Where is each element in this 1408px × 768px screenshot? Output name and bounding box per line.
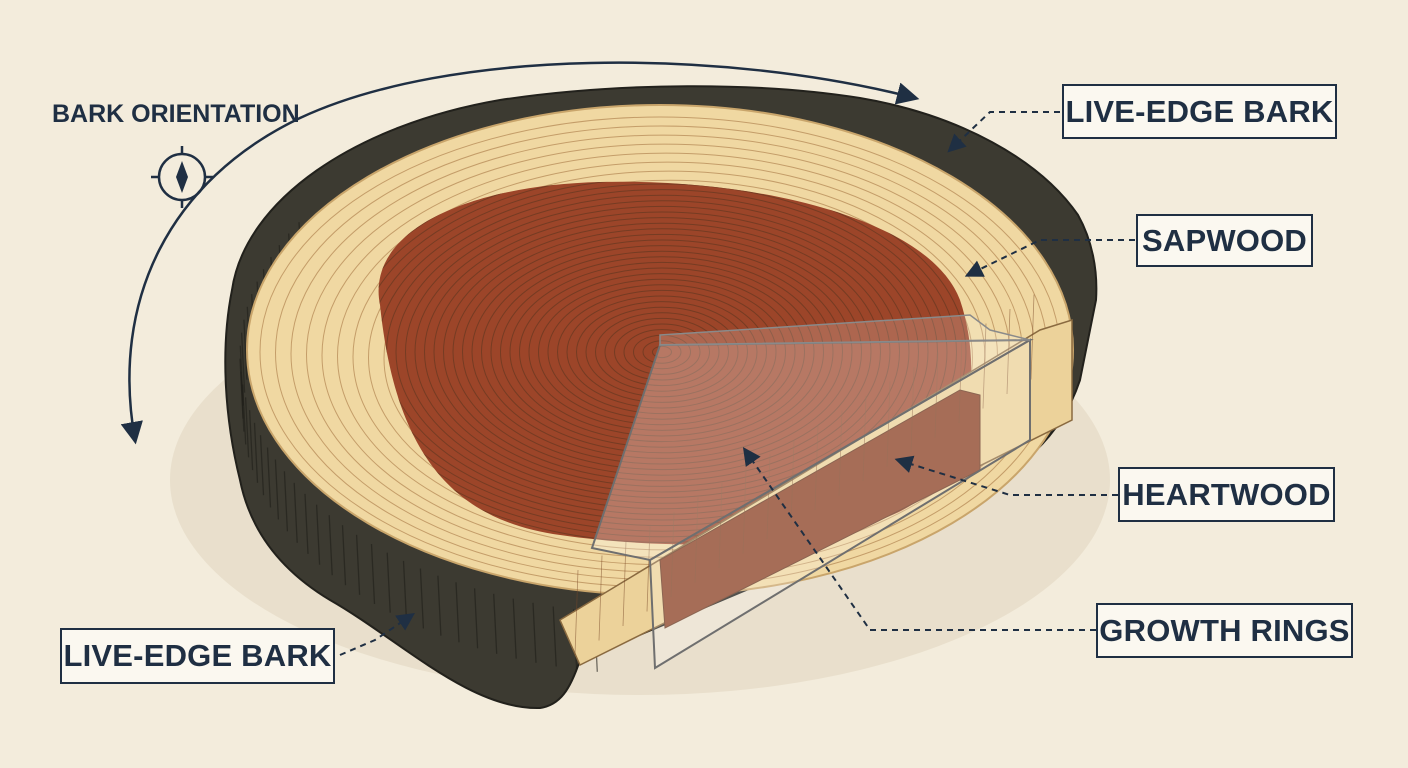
bark-texture-stroke	[370, 543, 376, 605]
leader-heartwood	[894, 455, 1118, 496]
cut-grain-line	[598, 555, 603, 641]
cut-grain-line	[766, 453, 771, 540]
bark-texture-stroke	[283, 471, 289, 532]
sapwood-label: SAPWOOD	[1136, 214, 1313, 267]
leader-growth-rings	[742, 447, 1096, 631]
cut-grain-line	[790, 439, 795, 525]
bark-texture-stroke	[355, 534, 361, 595]
bark-texture-stroke	[402, 560, 408, 621]
leader-live-edge-top	[947, 111, 1060, 153]
cut-grain-line	[670, 511, 675, 598]
live-edge-bark-label-top: LIVE-EDGE BARK	[1062, 84, 1337, 139]
bark-texture-stroke	[512, 598, 517, 659]
bark-texture-stroke	[419, 568, 425, 629]
cut-grain-line	[718, 482, 723, 569]
bark-texture-stroke	[493, 593, 498, 654]
cut-grain-line	[742, 468, 747, 554]
bark-texture-stroke	[341, 525, 347, 586]
heartwood-ring-line	[378, 181, 967, 532]
cut-grain-line	[646, 526, 651, 612]
heartwood-ring-line	[378, 181, 972, 543]
compass-icon	[151, 146, 213, 208]
bark-texture-stroke	[259, 435, 265, 496]
rotation-arrow-icon	[120, 61, 920, 445]
bark-texture-stroke	[532, 602, 537, 663]
live-edge-bark-label-bottom: LIVE-EDGE BARK	[60, 628, 335, 684]
bark-texture-stroke	[266, 447, 272, 508]
bark-texture-stroke	[473, 588, 479, 649]
bark-texture-stroke	[455, 582, 460, 643]
bark-texture-stroke	[437, 575, 442, 636]
heartwood-ring-line	[378, 181, 972, 538]
bark-texture-stroke	[274, 459, 280, 520]
leader-sapwood	[964, 239, 1135, 277]
bark-texture-stroke	[293, 482, 298, 543]
bark-orientation-label: BARK ORIENTATION	[52, 100, 300, 128]
cut-grain-line	[694, 497, 699, 583]
growth-rings-label: GROWTH RINGS	[1096, 603, 1353, 658]
bark-texture-stroke	[386, 552, 391, 613]
bark-texture-stroke	[328, 515, 333, 576]
bark-texture-stroke	[315, 504, 321, 565]
heartwood-ring-line	[378, 181, 957, 527]
cut-grain-line	[574, 569, 579, 656]
leader-live-edge-bottom	[339, 612, 415, 656]
heartwood-label: HEARTWOOD	[1118, 467, 1335, 522]
cut-grain-line	[1030, 294, 1035, 380]
bark-texture-stroke	[304, 493, 309, 554]
bark-texture-stroke	[552, 606, 557, 667]
